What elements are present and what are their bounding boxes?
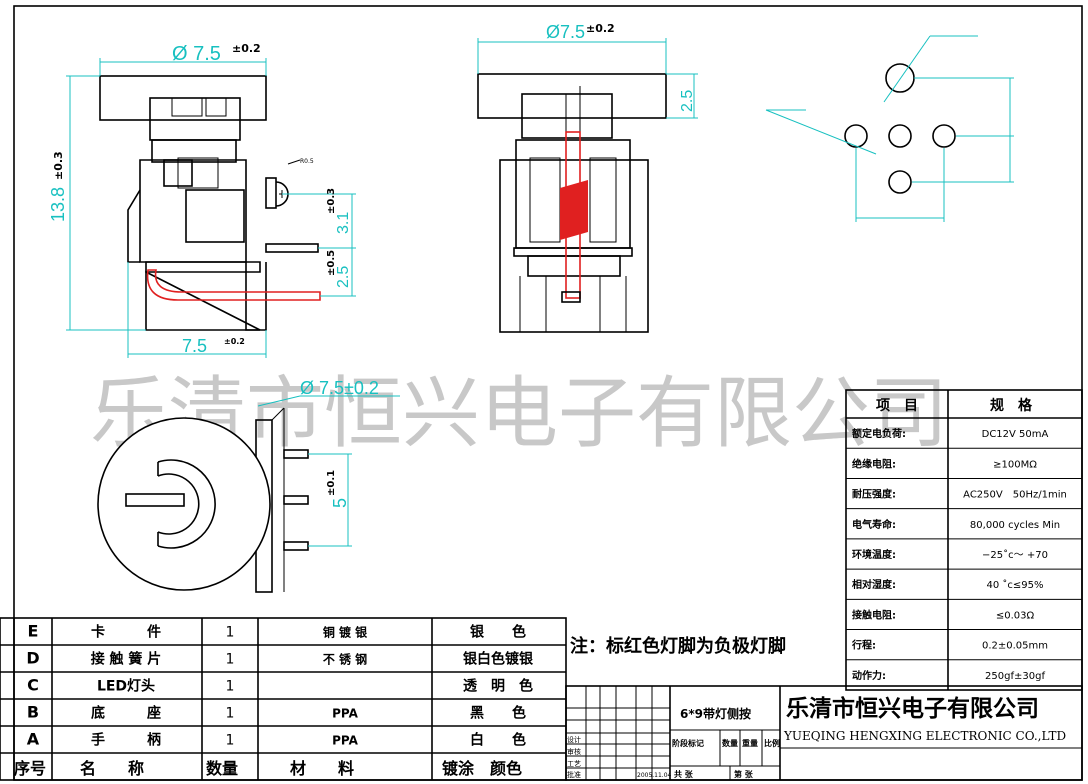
- bom-cell-name: 手 柄: [91, 732, 161, 749]
- round-top-view: [97, 407, 309, 593]
- round-top-dims: Ø 7.5±0.2 5 ±0.1: [257, 378, 400, 547]
- dim-top-dia: Ø 7.5: [172, 43, 221, 65]
- tb-stage: 阶段标记: [672, 738, 704, 748]
- spec-row-label: 绝缘电阻:: [852, 457, 896, 470]
- tb-process: 工艺: [567, 760, 581, 768]
- side-view: R0.5: [99, 75, 321, 331]
- dim-bottom-width-tol: ±0.2: [224, 337, 245, 346]
- bom-table: 序号 名 称 数量 材 料 镀涂 颜色 E 卡 件 1 铜 镀 银 银 色 D 接 触 簧 …: [0, 617, 567, 781]
- company-name-en: YUEQING HENGXING ELECTRONIC CO.,LTD: [783, 729, 1066, 743]
- title-block: 6*9带灯侧按 阶段标记 数量 重量 比例 共 张 第 张 设计 审核 工艺 批…: [565, 685, 1083, 781]
- tb-sheet: 第 张: [734, 769, 754, 779]
- product-name: 6*9带灯侧按: [680, 706, 751, 721]
- tb-weight: 数量: [722, 738, 738, 748]
- tb-check: 审核: [567, 747, 581, 756]
- spec-row-value: −25˚c～ +70: [982, 549, 1048, 561]
- dim-pin-a-tol: ±0.3: [326, 188, 337, 214]
- bom-cell-no: D: [26, 649, 39, 668]
- spec-row-label: 动作力:: [852, 669, 886, 682]
- spec-row-label: 接触电阻:: [852, 608, 896, 621]
- dim-round-pin-span: 5: [330, 498, 350, 508]
- spec-row-value: ≥100MΩ: [993, 459, 1037, 470]
- dim-pin-b-tol: ±0.5: [326, 250, 337, 276]
- spec-row-value: 80,000 cycles Min: [970, 520, 1060, 531]
- bom-cell-fin: 透 明 色: [463, 678, 533, 695]
- bom-header-name: 名 称: [80, 759, 144, 778]
- bom-cell-mat: PPA: [332, 734, 358, 748]
- tb-date: 2005.11.04: [637, 772, 672, 779]
- dim-pin-b: 2.5: [335, 266, 352, 288]
- dim-height-tol: ±0.3: [52, 151, 65, 180]
- spec-row-label: 环境温度:: [852, 548, 896, 561]
- drawing-note: 注：标红色灯脚为负极灯脚: [570, 635, 786, 657]
- spec-table: 项 目 规 格 额定电负荷: DC12V 50mA 绝缘电阻: ≥100MΩ 耐压强度:…: [845, 389, 1083, 691]
- bom-cell-name: 卡 件: [91, 624, 161, 641]
- spec-header-value: 规 格: [990, 397, 1033, 414]
- bom-header-no: 序号: [14, 759, 46, 778]
- spec-row-value: DC12V 50mA: [982, 429, 1049, 440]
- spec-row-label: 额定电负荷:: [852, 427, 906, 440]
- bom-cell-name: LED灯头: [97, 678, 155, 695]
- front-section-view: [477, 73, 667, 333]
- dim-height: 13.8: [48, 187, 68, 222]
- spec-row-label: 电气寿命:: [852, 518, 896, 531]
- spec-row-label: 行程:: [851, 639, 876, 652]
- spec-row-value: 0.2±0.05mm: [982, 641, 1048, 652]
- company-name-cn: 乐清市恒兴电子有限公司: [786, 695, 1039, 722]
- spec-row-value: AC250V 50Hz/1min: [963, 490, 1067, 501]
- spec-row-value: ≤0.03Ω: [996, 610, 1035, 621]
- dim-mid-cap: 2.5: [679, 90, 696, 112]
- small-note: R0.5: [300, 158, 314, 165]
- tb-ratio: 比例: [764, 738, 780, 748]
- dim-bottom-width: 7.5: [182, 336, 207, 356]
- bom-cell-fin: 黑 色: [470, 705, 526, 722]
- bom-cell-qty: 1: [226, 733, 235, 749]
- bom-header-fin: 镀涂 颜色: [442, 759, 522, 778]
- bom-cell-fin: 银 色: [470, 624, 526, 641]
- front-section-dims: Ø7.5 ±0.2 2.5: [477, 22, 698, 119]
- bom-cell-qty: 1: [226, 652, 235, 668]
- tb-design: 设计: [567, 735, 581, 744]
- dim-pin-a: 3.1: [335, 212, 352, 234]
- dim-mid-dia: Ø7.5: [546, 22, 585, 42]
- dim-round-pin-tol: ±0.1: [326, 470, 337, 496]
- dim-top-dia-tol: ±0.2: [232, 42, 261, 55]
- bom-header-qty: 数量: [206, 759, 238, 778]
- bom-cell-fin: 白 色: [470, 732, 526, 749]
- side-view-dims: Ø 7.5 ±0.2 13.8 ±0.3 3.1 ±0.3 2.5 ±0.5 7…: [48, 42, 356, 358]
- pcb-pattern: [765, 35, 1014, 222]
- dim-mid-dia-tol: ±0.2: [586, 22, 615, 35]
- bom-cell-name: 接 触 簧 片: [91, 651, 162, 668]
- bom-cell-qty: 1: [226, 679, 235, 695]
- bom-cell-fin: 银白色镀银: [463, 651, 534, 668]
- bom-cell-no: C: [27, 676, 39, 695]
- spec-row-value: 250gf±30gf: [985, 671, 1045, 682]
- bom-cell-qty: 1: [226, 706, 235, 722]
- spec-row-label: 相对湿度:: [852, 578, 896, 591]
- bom-header-mat: 材 料: [290, 759, 354, 778]
- bom-cell-qty: 1: [226, 625, 235, 641]
- bom-cell-no: B: [27, 703, 39, 722]
- bom-cell-no: A: [27, 730, 40, 749]
- bom-cell-no: E: [28, 622, 39, 641]
- spec-row-value: 40 ˚c≤95%: [986, 579, 1043, 591]
- tb-sheets: 共 张: [674, 769, 694, 779]
- tb-approve: 批准: [567, 770, 581, 779]
- bom-cell-mat: 不 锈 钢: [323, 652, 367, 667]
- bom-cell-mat: PPA: [332, 707, 358, 721]
- spec-header-item: 项 目: [876, 398, 918, 414]
- bom-cell-name: 底 座: [91, 705, 161, 722]
- spec-row-label: 耐压强度:: [852, 488, 896, 501]
- bom-cell-mat: 铜 镀 银: [323, 625, 368, 640]
- tb-scale: 重量: [742, 738, 758, 748]
- dim-round-dia: Ø 7.5±0.2: [300, 378, 379, 398]
